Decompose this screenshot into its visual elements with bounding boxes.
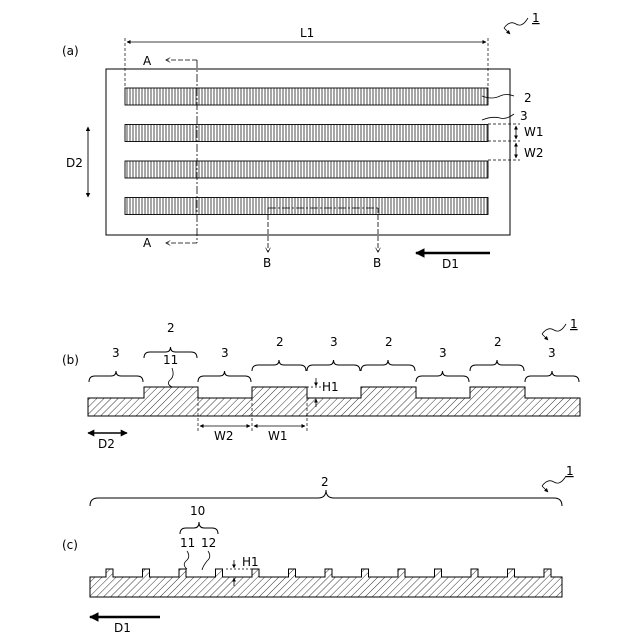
panel-c: (c) 1 2 10 11 12 H1 D1 [62, 464, 574, 635]
b-label-2-2: 2 [276, 335, 284, 349]
ref-1-b-leader-tip [542, 334, 548, 340]
ref-1-c-leader-tip [542, 486, 548, 492]
c-label-10: 10 [190, 504, 205, 518]
cross-section-c-profile [90, 569, 562, 597]
brace-gap-2 [198, 371, 251, 382]
brace-gap-4 [416, 371, 469, 382]
c-strip-brace [90, 490, 562, 506]
c-label-12-leader [202, 551, 210, 570]
c-label-11: 11 [180, 536, 195, 550]
c-label-2: 2 [321, 475, 329, 489]
panel-b: (b) 1 3 2 3 2 3 2 3 2 3 11 H1 W2 W1 [62, 317, 580, 451]
d1-label: D1 [442, 257, 459, 271]
brace-strip-3 [361, 360, 415, 371]
b-label-2-4: 2 [494, 335, 502, 349]
c-label-11-leader [184, 551, 189, 569]
ref-1-leader [504, 18, 528, 28]
b-label-3-1: 3 [112, 346, 120, 360]
b-label-11-leader [168, 368, 173, 387]
panel-a: (a) 1 L1 2 3 W1 W2 D2 A A [62, 11, 544, 271]
strip-3 [125, 161, 488, 178]
h1-label: H1 [322, 380, 339, 394]
strip-1 [125, 88, 488, 105]
panel-c-label: (c) [62, 538, 78, 552]
part-3-label: 3 [520, 109, 528, 123]
panel-a-label: (a) [62, 44, 79, 58]
section-b-label-right: B [373, 256, 381, 270]
c-group-brace [180, 522, 218, 534]
ref-1-b: 1 [570, 317, 578, 331]
w1-b-label: W1 [268, 429, 288, 443]
b-label-2-3: 2 [385, 335, 393, 349]
strips [125, 88, 488, 215]
w1-label: W1 [524, 125, 544, 139]
l1-label: L1 [300, 26, 314, 40]
brace-strip-2 [252, 360, 306, 371]
d2-b-label: D2 [98, 437, 115, 451]
w2-b-label: W2 [214, 429, 234, 443]
section-a-label-bottom: A [143, 236, 152, 250]
c-label-12: 12 [201, 536, 216, 550]
ref-1-c-leader [542, 476, 566, 486]
ref-1-leader-tip [504, 28, 510, 34]
brace-gap-3 [307, 360, 360, 371]
b-label-3-2: 3 [221, 346, 229, 360]
brace-strip-4 [470, 360, 524, 371]
ref-1-b-leader [542, 324, 566, 334]
brace-gap-1 [89, 371, 143, 382]
section-a-label-top: A [143, 54, 152, 68]
w2-label: W2 [524, 146, 544, 160]
part-3-leader [482, 114, 514, 120]
cross-section-c [90, 569, 562, 597]
section-b-label-left: B [263, 256, 271, 270]
b-label-11: 11 [163, 353, 178, 367]
c-h1-label: H1 [242, 555, 259, 569]
b-label-3-5: 3 [548, 346, 556, 360]
ref-1-a: 1 [532, 11, 540, 25]
b-label-3-4: 3 [439, 346, 447, 360]
part-2-label: 2 [524, 91, 532, 105]
d2-label: D2 [66, 156, 83, 170]
panel-b-label: (b) [62, 353, 79, 367]
strip-2 [125, 125, 488, 142]
strip-4 [125, 198, 488, 215]
b-label-3-3: 3 [330, 335, 338, 349]
b-label-2-1: 2 [167, 321, 175, 335]
c-d1-label: D1 [114, 621, 131, 635]
brace-gap-5 [525, 371, 579, 382]
ref-1-c: 1 [566, 464, 574, 478]
